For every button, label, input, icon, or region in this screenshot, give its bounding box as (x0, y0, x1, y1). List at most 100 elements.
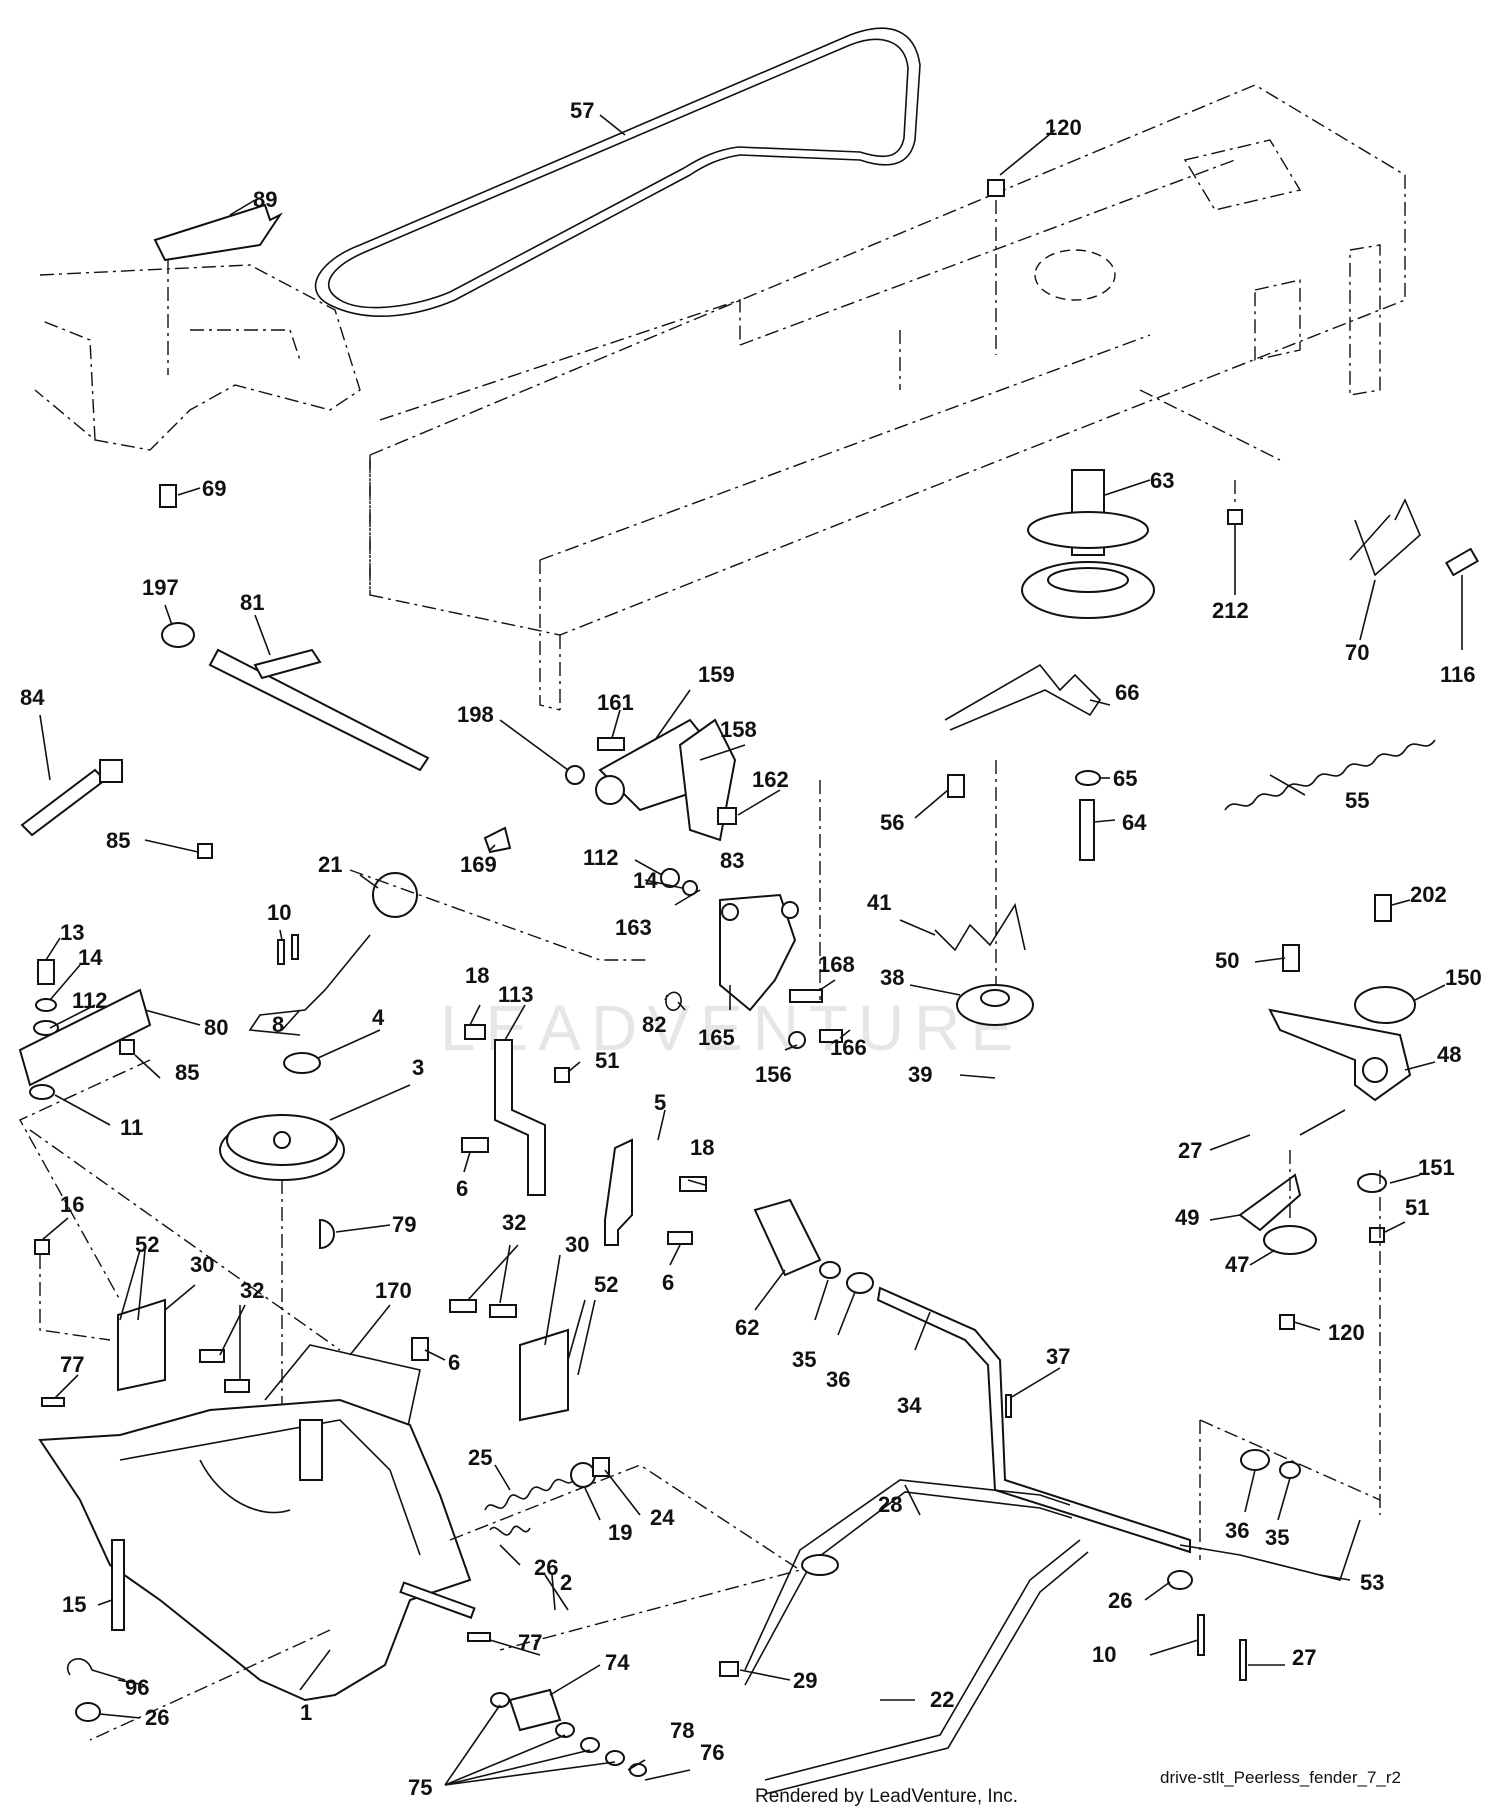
part-label: 168 (818, 952, 855, 977)
part-label: 26 (145, 1705, 169, 1730)
part-label: 81 (240, 590, 264, 615)
part-label: 47 (1225, 1252, 1249, 1277)
part-label: 76 (700, 1740, 724, 1765)
part-label: 10 (267, 900, 291, 925)
part-label: 56 (880, 810, 904, 835)
part-label: 96 (125, 1675, 149, 1700)
part-label: 198 (457, 702, 494, 727)
part-label: 83 (720, 848, 744, 873)
part-label: 82 (642, 1012, 666, 1037)
part-label: 202 (1410, 882, 1447, 907)
part-label: 80 (204, 1015, 228, 1040)
part-label: 112 (583, 845, 619, 870)
part-label: 25 (468, 1445, 492, 1470)
part-label: 212 (1212, 598, 1249, 623)
part-label: 14 (633, 868, 658, 893)
part-label: 69 (202, 476, 226, 501)
part-label: 150 (1445, 965, 1482, 990)
part-label: 77 (518, 1630, 542, 1655)
part-label: 163 (615, 915, 652, 940)
part-label: 38 (880, 965, 904, 990)
part-label: 41 (867, 890, 891, 915)
footer-credit: Rendered by LeadVenture, Inc. (755, 1786, 1018, 1807)
part-label: 75 (408, 1775, 432, 1800)
part-label: 13 (60, 920, 84, 945)
part-label: 16 (60, 1192, 84, 1217)
part-label: 51 (595, 1048, 619, 1073)
part-label: 26 (534, 1555, 558, 1580)
leader-lines (39, 114, 1463, 1786)
drive-belt (314, 27, 921, 317)
part-label: 62 (735, 1315, 759, 1340)
part-label: 30 (565, 1232, 589, 1257)
part-label: 15 (62, 1592, 86, 1617)
part-label: 27 (1292, 1645, 1316, 1670)
part-label: 37 (1046, 1344, 1070, 1369)
part-label: 35 (1265, 1525, 1289, 1550)
part-label: 159 (698, 662, 735, 687)
part-label: 156 (755, 1062, 792, 1087)
part-label: 77 (60, 1352, 84, 1377)
part-label: 112 (72, 988, 108, 1013)
part-label: 49 (1175, 1205, 1199, 1230)
part-label: 166 (830, 1035, 867, 1060)
part-label: 79 (392, 1212, 416, 1237)
part-label: 197 (142, 575, 179, 600)
part-label: 158 (720, 717, 757, 742)
part-label: 1 (300, 1700, 312, 1725)
part-label: 51 (1405, 1195, 1429, 1220)
part-label: 4 (372, 1005, 385, 1030)
part-label: 34 (897, 1393, 922, 1418)
part-label: 116 (1440, 662, 1476, 687)
part-label: 55 (1345, 788, 1369, 813)
watermark: LEADVENTURE (440, 992, 1023, 1064)
part-label: 85 (175, 1060, 199, 1085)
part-label: 52 (594, 1272, 618, 1297)
component-drawings (18, 179, 1479, 1795)
part-label: 53 (1360, 1570, 1384, 1595)
part-labels: 57 120 89 69 63 212 70 116 197 81 84 198… (20, 98, 1482, 1800)
part-label: 21 (318, 852, 342, 877)
part-label: 5 (654, 1090, 666, 1115)
part-label: 66 (1115, 680, 1139, 705)
part-label: 27 (1178, 1138, 1202, 1163)
part-label: 3 (412, 1055, 424, 1080)
part-label: 30 (190, 1252, 214, 1277)
part-label: 18 (690, 1135, 714, 1160)
part-label: 57 (570, 98, 594, 123)
part-label: 50 (1215, 948, 1239, 973)
part-label: 162 (752, 767, 789, 792)
part-label: 6 (662, 1270, 674, 1295)
part-label: 70 (1345, 640, 1369, 665)
part-label: 28 (878, 1492, 902, 1517)
part-label: 36 (1225, 1518, 1249, 1543)
part-label: 120 (1328, 1320, 1365, 1345)
part-label: 74 (605, 1650, 630, 1675)
part-label: 170 (375, 1278, 412, 1303)
part-label: 120 (1045, 115, 1082, 140)
part-label: 24 (650, 1505, 675, 1530)
frame-drawing (34, 84, 1406, 711)
part-label: 161 (597, 690, 634, 715)
part-label: 65 (1113, 766, 1137, 791)
part-label: 64 (1122, 810, 1147, 835)
part-label: 63 (1150, 468, 1174, 493)
part-label: 78 (670, 1718, 694, 1743)
part-label: 85 (106, 828, 130, 853)
part-label: 32 (240, 1278, 264, 1303)
part-label: 151 (1418, 1155, 1455, 1180)
part-label: 32 (502, 1210, 526, 1235)
part-label: 11 (120, 1115, 143, 1140)
part-label: 39 (908, 1062, 932, 1087)
part-label: 48 (1437, 1042, 1461, 1067)
part-label: 84 (20, 685, 45, 710)
part-label: 169 (460, 852, 497, 877)
part-label: 6 (456, 1176, 468, 1201)
part-label: 18 (465, 963, 489, 988)
part-label: 22 (930, 1687, 954, 1712)
part-label: 10 (1092, 1642, 1116, 1667)
part-label: 26 (1108, 1588, 1132, 1613)
part-label: 14 (78, 945, 103, 970)
part-label: 52 (135, 1232, 159, 1257)
